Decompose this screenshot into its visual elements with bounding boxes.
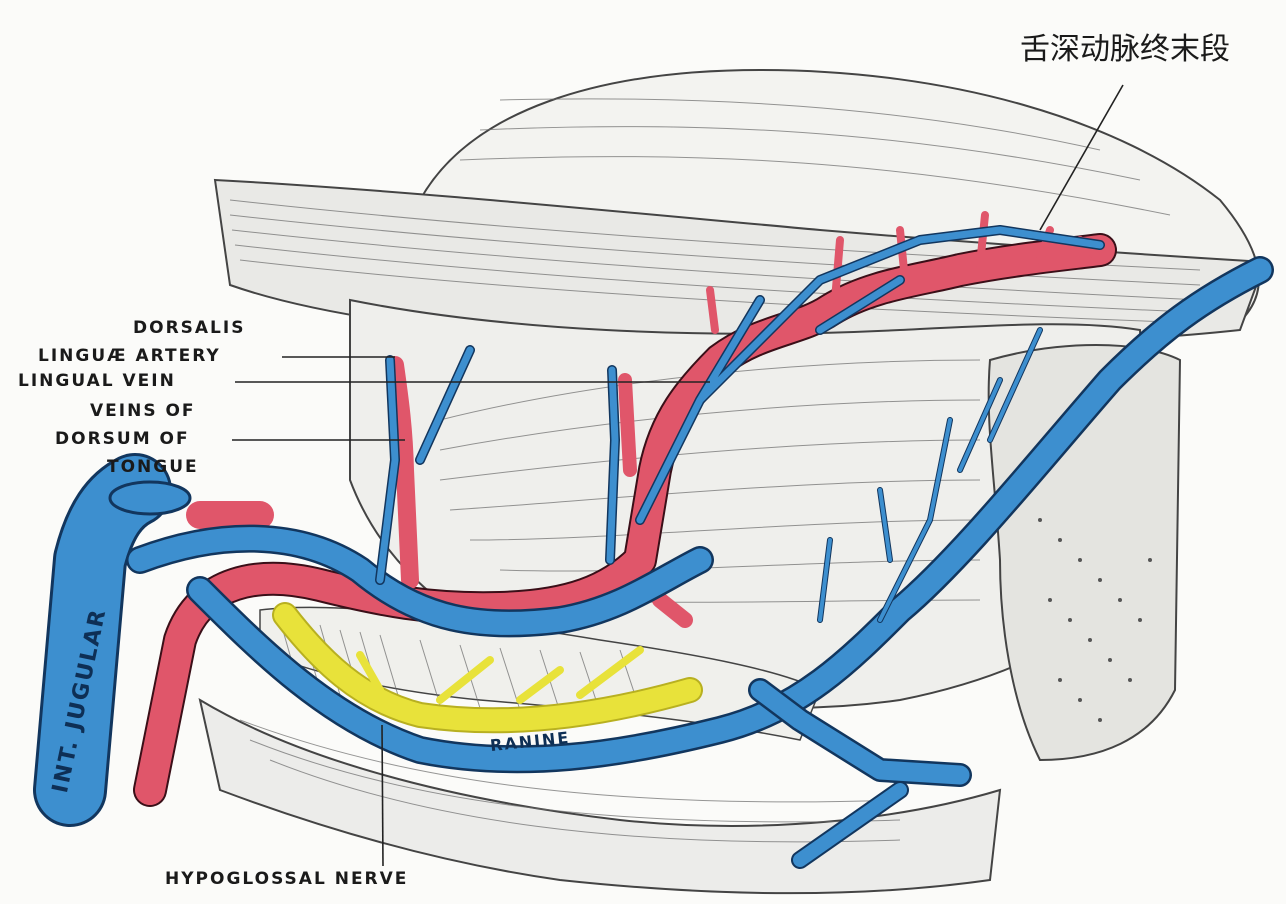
label-tongue: TONGUE xyxy=(107,457,199,477)
label-dorsalis: DORSALIS xyxy=(133,318,246,338)
veins xyxy=(33,225,1274,869)
caption-deep-lingual-artery-terminal: 舌深动脉终末段 xyxy=(1020,32,1230,67)
hypoglossal-nerve xyxy=(272,602,703,734)
label-lingual-vein: LINGUAL VEIN xyxy=(18,371,176,391)
label-linguae-artery: LINGUÆ ARTERY xyxy=(38,346,221,366)
label-veins-of: VEINS OF xyxy=(90,401,196,421)
label-hypoglossal-nerve: HYPOGLOSSAL NERVE xyxy=(165,869,409,889)
label-dorsum-of: DORSUM OF xyxy=(55,429,190,449)
tongue-body xyxy=(198,68,1267,895)
muscle-fibers xyxy=(229,98,1201,843)
hyoid-region xyxy=(1038,518,1152,722)
leader-lines xyxy=(232,84,1124,867)
